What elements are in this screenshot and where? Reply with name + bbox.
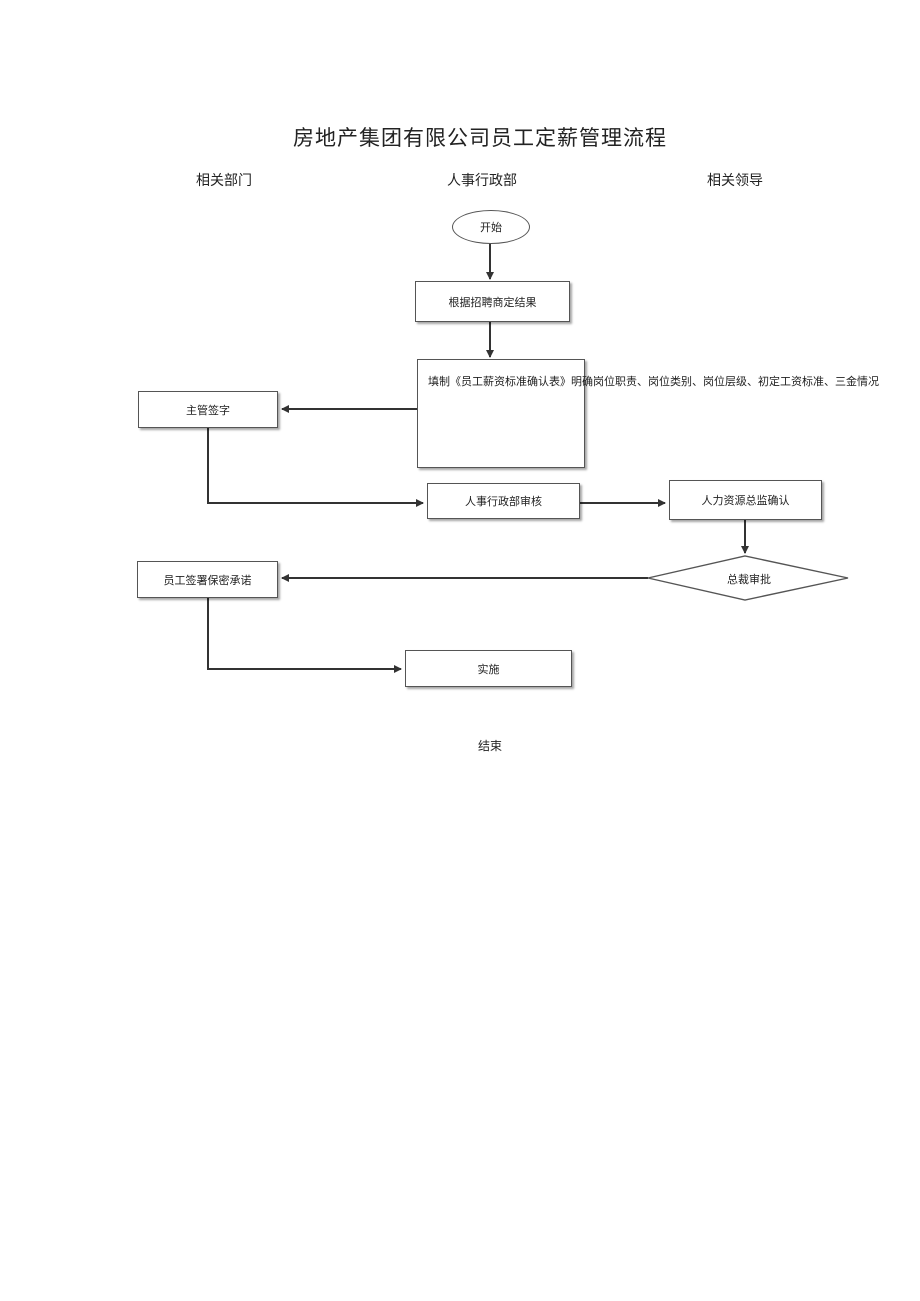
fill-form-line-3: 岗位层级、初定工资标准、 [703,375,835,388]
decision-diamond [647,555,849,601]
lane-related-leaders: 相关领导 [707,173,763,189]
fill-form-line-4: 三金情况 [835,375,879,388]
arrow-supervisor-to-review [207,428,424,507]
page-title: 房地产集团有限公司员工定薪管理流程 [293,126,667,150]
end-label: 结束 [478,739,503,753]
start-node[interactable]: 开始 [452,210,530,244]
lane-related-departments: 相关部门 [196,173,252,189]
hr-director-confirm-step[interactable]: 人力资源总监确认 [669,480,822,520]
fill-form-step[interactable]: 填制《员工薪资标准确认表》 明确岗位职责、岗位类别、 岗位层级、初定工资标准、 … [417,359,879,468]
hr-director-confirm-label: 人力资源总监确认 [701,494,790,507]
arrow-confidentiality-to-implement [207,598,402,673]
ceo-approve-label[interactable]: 总裁审批 [727,573,771,586]
supervisor-sign-step[interactable]: 主管签字 [138,391,278,428]
start-label: 开始 [480,221,502,234]
negotiate-result-step[interactable]: 根据招聘商定结果 [415,281,570,322]
implement-label: 实施 [477,662,500,676]
negotiate-result-label: 根据招聘商定结果 [448,295,537,309]
fill-form-line-2: 明确岗位职责、岗位类别、 [571,375,703,388]
hr-review-label: 人事行政部审核 [465,495,542,508]
supervisor-sign-label: 主管签字 [186,403,230,417]
confidentiality-step[interactable]: 员工签署保密承诺 [137,561,278,598]
hr-review-step[interactable]: 人事行政部审核 [427,483,580,519]
fill-form-line-1: 填制《员工薪资标准确认表》 [428,375,571,388]
implement-step[interactable]: 实施 [405,650,572,687]
lane-hr-admin: 人事行政部 [447,173,517,189]
confidentiality-label: 员工签署保密承诺 [163,573,252,587]
